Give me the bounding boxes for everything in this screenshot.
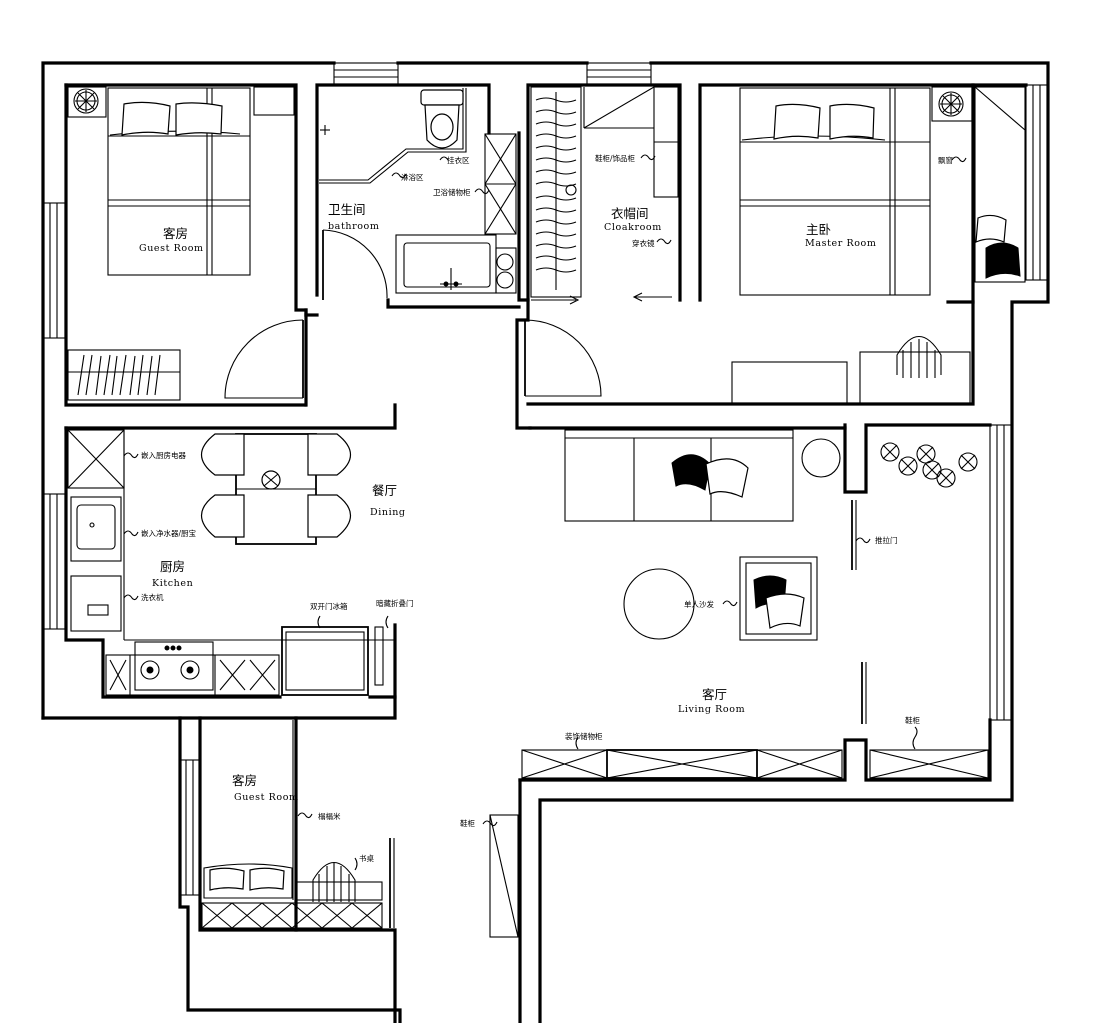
single-sofa-note: 单人沙发 bbox=[684, 599, 714, 609]
bathtub bbox=[395, 234, 517, 294]
double-fridge-note: 双开门冰箱 bbox=[310, 601, 348, 611]
guest-room-door bbox=[224, 319, 304, 399]
washing-machine-note: 洗衣机 bbox=[141, 592, 164, 602]
guest-room-top-label: 客房 bbox=[163, 226, 188, 241]
kitchen-fixtures bbox=[67, 429, 395, 696]
decor-storage-note: 装饰储物柜 bbox=[565, 731, 603, 741]
chair-icon bbox=[312, 862, 356, 902]
bathroom-fixtures bbox=[319, 88, 517, 300]
tatami-note: 榻榻米 bbox=[318, 811, 341, 821]
shoe-rack bbox=[67, 349, 181, 401]
shower-head bbox=[320, 125, 330, 135]
toilet-icon bbox=[420, 89, 464, 149]
kitchen-label: 厨房 bbox=[160, 559, 185, 574]
shoe-cabinet-decor-note: 鞋柜/饰品柜 bbox=[595, 153, 636, 163]
dining-label: 餐厅 bbox=[372, 483, 397, 498]
bed-guest-top bbox=[107, 87, 251, 276]
shoe-cabinet-entry-note: 鞋柜 bbox=[460, 818, 475, 828]
dining-table bbox=[200, 433, 352, 545]
guest-room-bottom-label-en: Guest Room bbox=[234, 792, 299, 803]
living-room-label: 客厅 bbox=[702, 687, 727, 702]
guest-room-top-label-en: Guest Room bbox=[139, 243, 204, 254]
cloakroom-fixtures bbox=[530, 86, 679, 305]
water-purifier-note: 嵌入净水器/厨宝 bbox=[141, 528, 197, 538]
wardrobe-mirror-note: 穿衣镜 bbox=[632, 238, 655, 248]
master-room-fixtures bbox=[731, 86, 1026, 405]
cloakroom-label-en: Cloakroom bbox=[604, 222, 662, 233]
bathroom-label: 卫生间 bbox=[328, 202, 366, 217]
dining-label-en: Dining bbox=[370, 507, 406, 518]
bath-storage-note: 卫浴储物柜 bbox=[433, 187, 471, 197]
towel-rack-note: 挂衣区 bbox=[447, 155, 470, 165]
cloakroom-label: 衣帽间 bbox=[611, 206, 649, 221]
armchair bbox=[739, 556, 818, 641]
desk-note: 书桌 bbox=[359, 853, 374, 863]
built-in-appliances-note: 嵌入厨房电器 bbox=[141, 450, 186, 460]
cloakroom-door bbox=[524, 319, 602, 397]
guest-room-top: 客房 Guest Room bbox=[67, 86, 295, 401]
fan-icon bbox=[73, 88, 99, 114]
plants bbox=[880, 442, 978, 488]
guest-room-bottom-fixtures bbox=[201, 720, 395, 929]
hidden-door-note: 暗藏折叠门 bbox=[376, 598, 414, 608]
living-room-label-en: Living Room bbox=[678, 704, 745, 715]
master-room-label: 主卧 bbox=[806, 222, 831, 237]
shower-area-note: 淋浴区 bbox=[401, 172, 424, 182]
bathroom-label-en: bathroom bbox=[328, 221, 379, 232]
shoe-cabinet-note: 鞋柜 bbox=[905, 715, 920, 725]
sliding-door-note: 推拉门 bbox=[875, 535, 898, 545]
stove-icon bbox=[134, 641, 214, 691]
living-room-fixtures bbox=[489, 429, 989, 938]
sofa bbox=[564, 429, 794, 522]
master-room-label-en: Master Room bbox=[805, 238, 876, 249]
kitchen-label-en: Kitchen bbox=[152, 578, 193, 589]
bed-master bbox=[739, 87, 931, 296]
chair-icon bbox=[896, 336, 942, 378]
fan-icon bbox=[938, 91, 964, 117]
bay-window-note: 飘窗 bbox=[938, 155, 953, 165]
top-windows bbox=[333, 62, 652, 86]
guest-room-bottom-label: 客房 bbox=[232, 773, 257, 788]
